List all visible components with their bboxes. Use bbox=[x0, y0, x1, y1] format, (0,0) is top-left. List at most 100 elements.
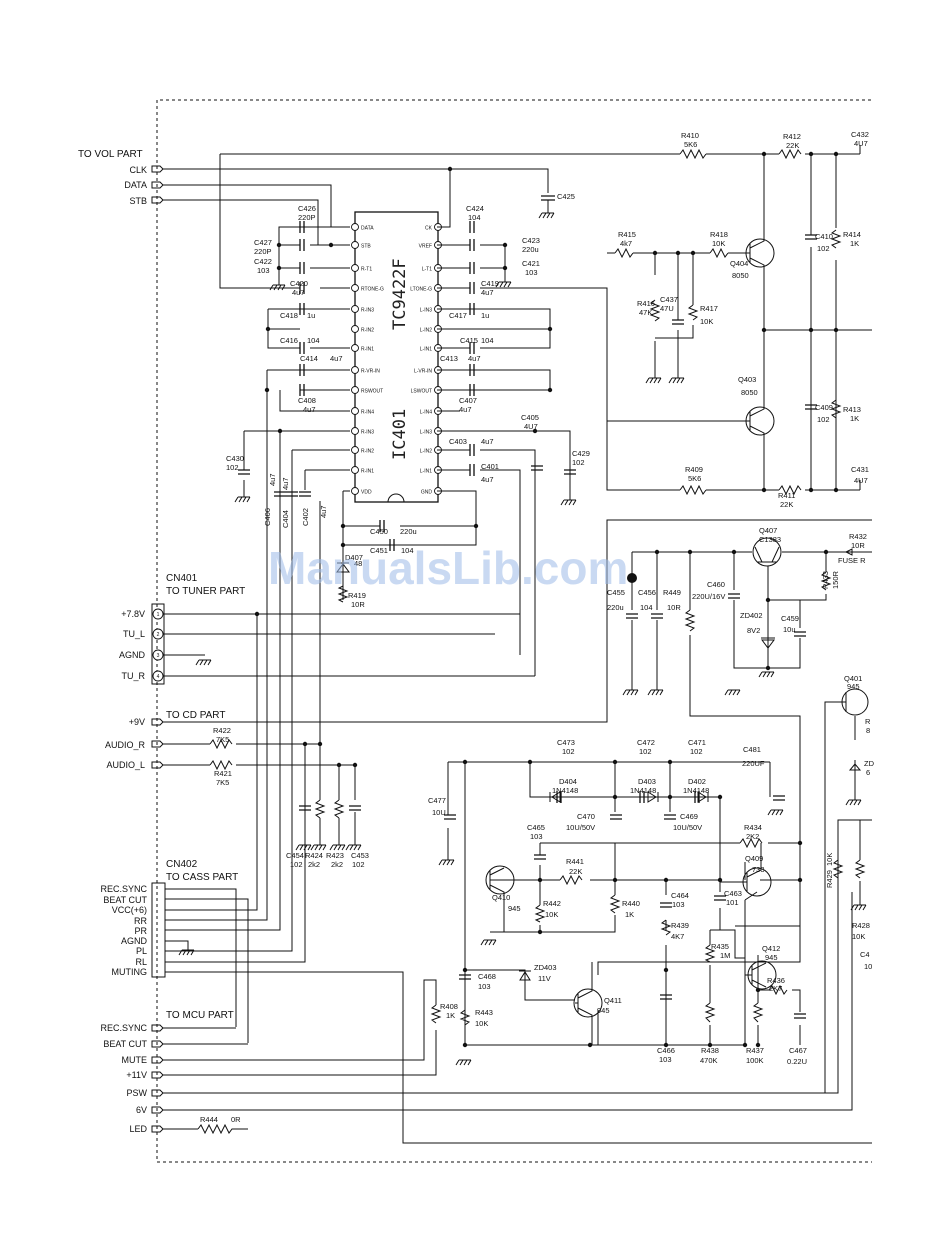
component-label: D407 bbox=[345, 553, 363, 562]
component-label: C419 bbox=[481, 279, 499, 288]
ic-left-pin-dot bbox=[351, 241, 359, 249]
component-label: C460 bbox=[707, 580, 725, 589]
component-label: R424 bbox=[305, 851, 323, 860]
tuner-pin-1: +7.8V bbox=[121, 609, 145, 619]
ground-symbol bbox=[850, 904, 867, 911]
ground-symbol bbox=[234, 496, 251, 503]
component-label: 47U bbox=[660, 304, 674, 313]
ic-junctions bbox=[264, 151, 839, 548]
component-label: C431 bbox=[851, 465, 869, 474]
cd-input-passives bbox=[209, 738, 361, 845]
component-label: 5K6 bbox=[684, 140, 697, 149]
component-label: R440 bbox=[622, 899, 640, 908]
component-label: 945 bbox=[847, 682, 860, 691]
ground-symbol bbox=[647, 689, 664, 696]
board-outline bbox=[156, 99, 872, 1163]
component-label: 8050 bbox=[732, 271, 749, 280]
component-label: R417 bbox=[700, 304, 718, 313]
component-label: D403 bbox=[638, 777, 656, 786]
component-label: C410 bbox=[815, 232, 833, 241]
component-label: 104 bbox=[401, 546, 414, 555]
ic-left-pin-dot bbox=[351, 223, 359, 231]
tuner-pin-1-number: 1 bbox=[157, 612, 160, 618]
component-label: 945 bbox=[597, 1006, 610, 1015]
cd-pin-audio-r: AUDIO_R bbox=[105, 740, 146, 750]
component-label: 220u bbox=[607, 603, 624, 612]
ic-left-pin-label: R-IN3 bbox=[361, 308, 374, 314]
component-label: 104 bbox=[468, 213, 481, 222]
component-label: 0.22U bbox=[787, 1057, 807, 1066]
component-label: 10K bbox=[852, 932, 865, 941]
ic-left-pin-dot bbox=[351, 487, 359, 495]
component-label: R bbox=[865, 717, 871, 726]
ic-right-pin-label: L-IN4 bbox=[420, 410, 432, 416]
tuner-pin-3: AGND bbox=[119, 650, 146, 660]
component-label: C406 bbox=[263, 508, 272, 526]
ic-right-pin-label: CK bbox=[425, 226, 433, 232]
component-label: 2k2 bbox=[331, 860, 343, 869]
mcu-part-title: TO MCU PART bbox=[166, 1010, 234, 1021]
ground-symbol bbox=[345, 844, 362, 851]
component-label: 733 bbox=[752, 865, 765, 874]
component-label: C477 bbox=[428, 796, 446, 805]
ground-symbol bbox=[195, 659, 212, 666]
component-label: 48 bbox=[354, 559, 362, 568]
component-label: C422 bbox=[254, 257, 272, 266]
ground-symbol bbox=[668, 377, 685, 384]
component-label: 220P bbox=[254, 247, 272, 256]
ic-left-pin-label: R-IN2 bbox=[361, 328, 374, 334]
ic-left-pin-label: R-IN1 bbox=[361, 469, 374, 475]
ground-symbol bbox=[269, 284, 286, 291]
component-label: 103 bbox=[257, 266, 270, 275]
ic-right-pin-label: GND bbox=[421, 490, 433, 496]
component-label: C415 bbox=[460, 336, 478, 345]
mcu-pin-led: LED bbox=[129, 1124, 147, 1134]
component-label: R415 bbox=[618, 230, 636, 239]
component-label: 4u7 bbox=[303, 405, 316, 414]
component-label: R419 bbox=[348, 591, 366, 600]
component-label: C432 bbox=[851, 130, 869, 139]
component-label: R439 bbox=[671, 921, 689, 930]
ic-right-pin-label: L-T1 bbox=[422, 267, 433, 273]
ic-capacitors bbox=[238, 195, 576, 551]
ic-left-pin-label: RSWOUT bbox=[361, 389, 383, 395]
watermark: ManualsLib.com bbox=[268, 542, 628, 594]
component-label: 220u bbox=[400, 527, 417, 536]
component-label: R414 bbox=[843, 230, 861, 239]
component-label: C470 bbox=[577, 812, 595, 821]
ic-right-pin-label: L-IN1 bbox=[420, 347, 432, 353]
component-label: 945 bbox=[508, 904, 521, 913]
component-label: C467 bbox=[789, 1046, 807, 1055]
component-label: 100K bbox=[746, 1056, 764, 1065]
component-label: C423 bbox=[522, 236, 540, 245]
component-label: ZD403 bbox=[534, 963, 557, 972]
component-label: 102 bbox=[639, 747, 652, 756]
component-label: R443 bbox=[475, 1008, 493, 1017]
component-label: R416 bbox=[637, 299, 655, 308]
component-label: 10u bbox=[783, 625, 796, 634]
component-label: C468 bbox=[478, 972, 496, 981]
ic-left-pin-label: R-IN4 bbox=[361, 410, 374, 416]
component-label: 4u7 bbox=[268, 473, 277, 486]
ic-reference: IC401 bbox=[390, 409, 410, 460]
cass-connector: REC.SYNC BEAT CUT VCC(+6) RR PR AGND PL … bbox=[100, 370, 872, 1144]
ic-left-pin-label: DATA bbox=[361, 226, 374, 232]
component-label: 104 bbox=[307, 336, 320, 345]
cass-pin-vcc: VCC(+6) bbox=[112, 905, 147, 915]
component-label: Q409 bbox=[745, 854, 763, 863]
ground-symbol bbox=[438, 859, 455, 866]
component-label: 102 bbox=[352, 860, 365, 869]
component-label: 4u7 bbox=[481, 475, 494, 484]
component-label: Q410 bbox=[492, 893, 510, 902]
component-label: 8050 bbox=[741, 388, 758, 397]
component-label: 4u7 bbox=[319, 505, 328, 518]
component-label: 220U/16V bbox=[692, 592, 725, 601]
ic-right-pin-label: LSWOUT bbox=[411, 389, 432, 395]
component-label: 1M bbox=[720, 951, 730, 960]
ic-left-pin-dot bbox=[351, 366, 359, 374]
component-label: 1u bbox=[481, 311, 489, 320]
tuner-pin-4-number: 4 bbox=[157, 674, 160, 680]
component-label: C471 bbox=[688, 738, 706, 747]
ic-left-pin-label: VDD bbox=[361, 490, 372, 496]
